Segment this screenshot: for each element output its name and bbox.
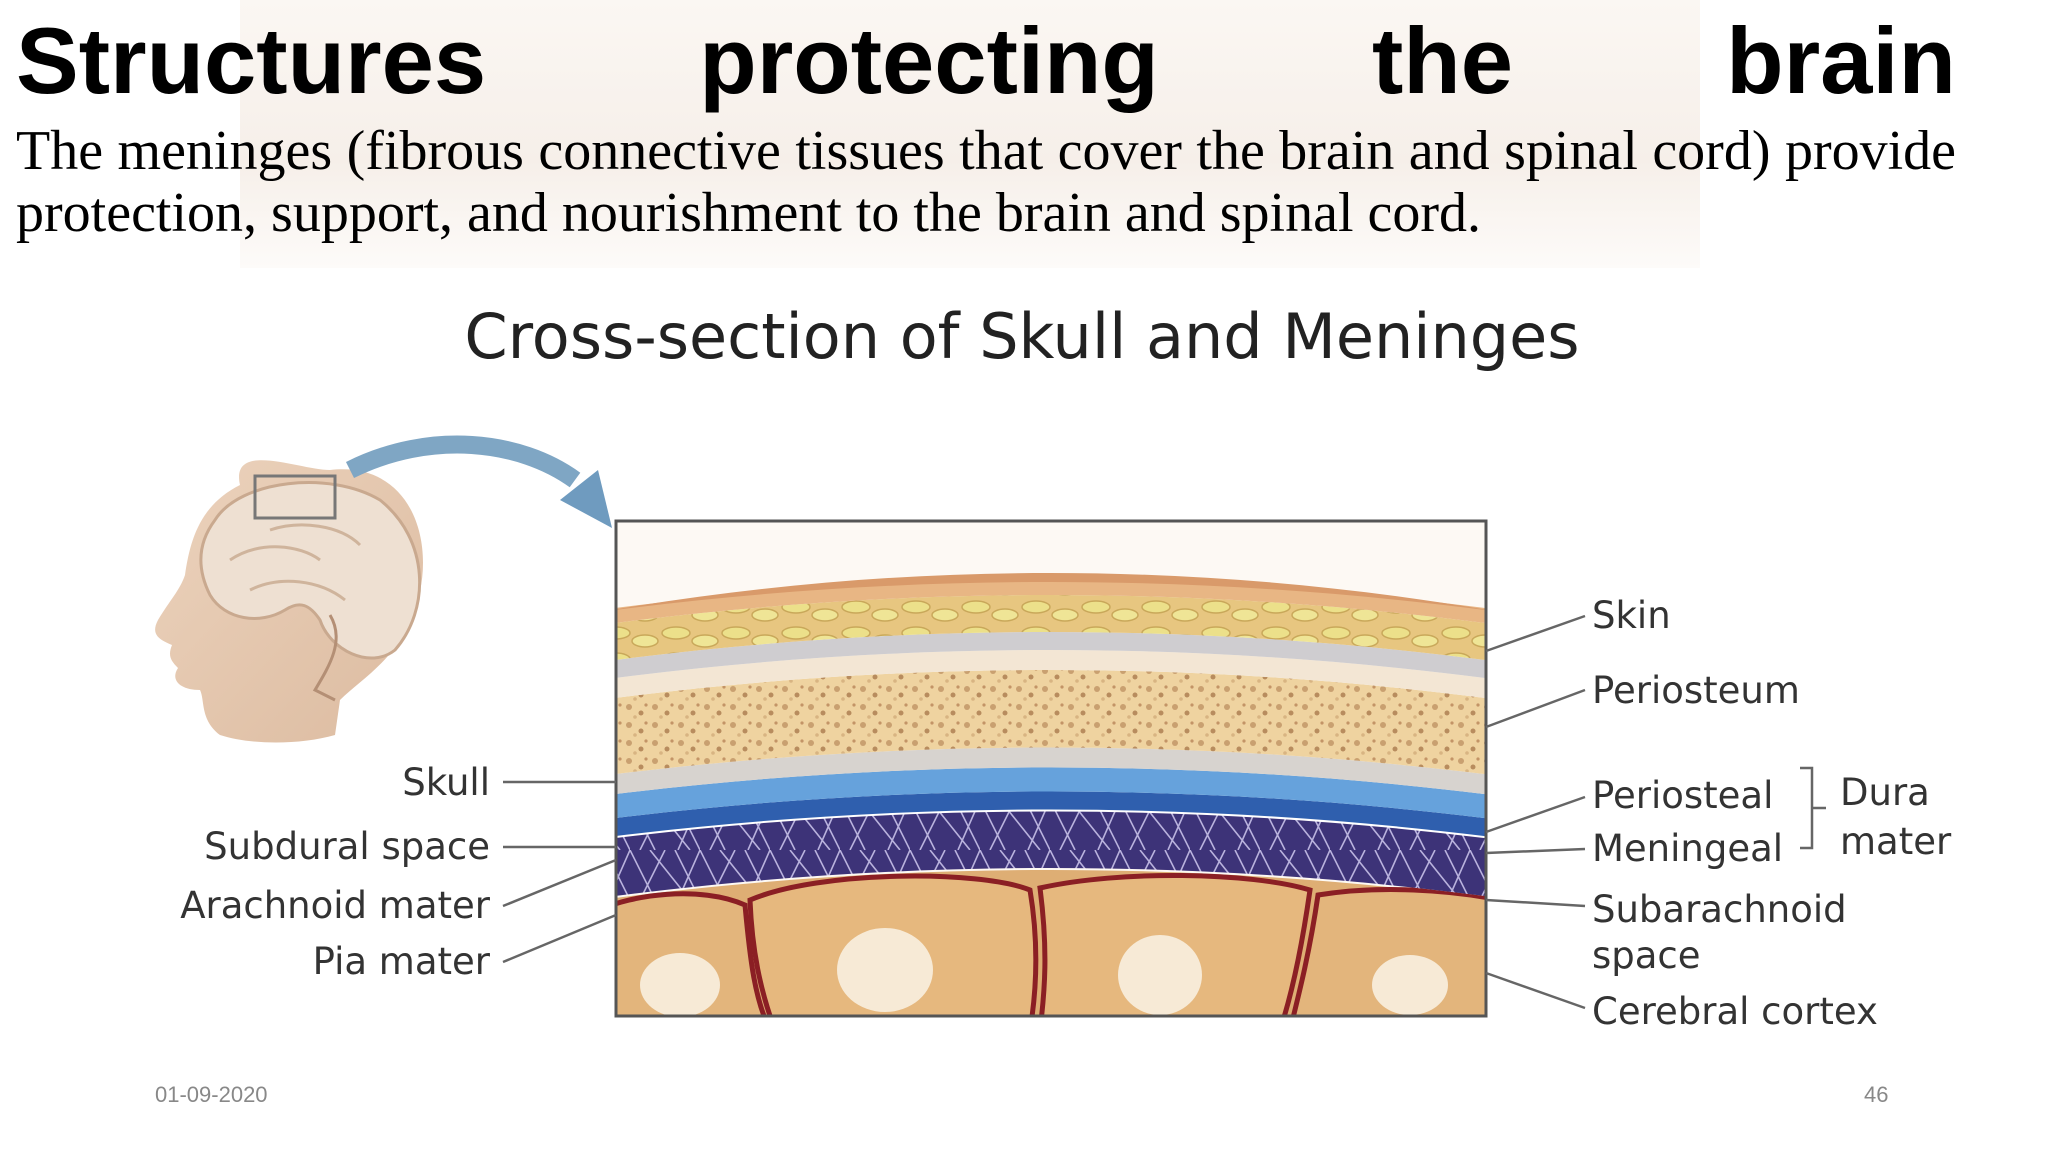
label-periosteal: Periosteal [1592, 774, 1773, 817]
cross-section-frame [614, 519, 1488, 1018]
label-pia-mater: Pia mater [313, 940, 491, 983]
label-skin: Skin [1592, 594, 1671, 637]
label-periosteum: Periosteum [1592, 669, 1800, 712]
slide-title: Structures protecting the brain [16, 6, 1956, 116]
cortex-gyri [616, 872, 1486, 1016]
label-arachnoid-mater: Arachnoid mater [180, 884, 491, 927]
label-dura-line2: mater [1840, 820, 1952, 863]
cross-section [616, 521, 1486, 1016]
title-word-2: protecting [699, 8, 1159, 113]
right-leader-lines [1485, 614, 1826, 1010]
title-word-3: the [1372, 8, 1513, 113]
label-skull: Skull [402, 761, 490, 804]
label-subarachnoid-line1: Subarachnoid [1592, 888, 1847, 931]
label-dura-line1: Dura [1840, 771, 1930, 814]
left-leader-lines [502, 780, 617, 964]
label-meningeal: Meningeal [1592, 827, 1783, 870]
page-number: 46 [1864, 1082, 1889, 1107]
label-cerebral-cortex: Cerebral cortex [1592, 990, 1878, 1033]
title-word-4: brain [1726, 8, 1956, 113]
diagram-title: Cross-section of Skull and Meninges [464, 300, 1580, 373]
label-subarachnoid-line2: space [1592, 934, 1701, 977]
header-background [240, 0, 1700, 268]
label-subdural-space: Subdural space [204, 825, 490, 868]
footer-date: 01-09-2020 [155, 1082, 268, 1107]
zoom-arrow [345, 435, 612, 528]
slide-body-text: The meninges (fibrous connective tissues… [16, 120, 1956, 244]
title-word-1: Structures [16, 8, 487, 113]
head-illustration [155, 460, 424, 743]
